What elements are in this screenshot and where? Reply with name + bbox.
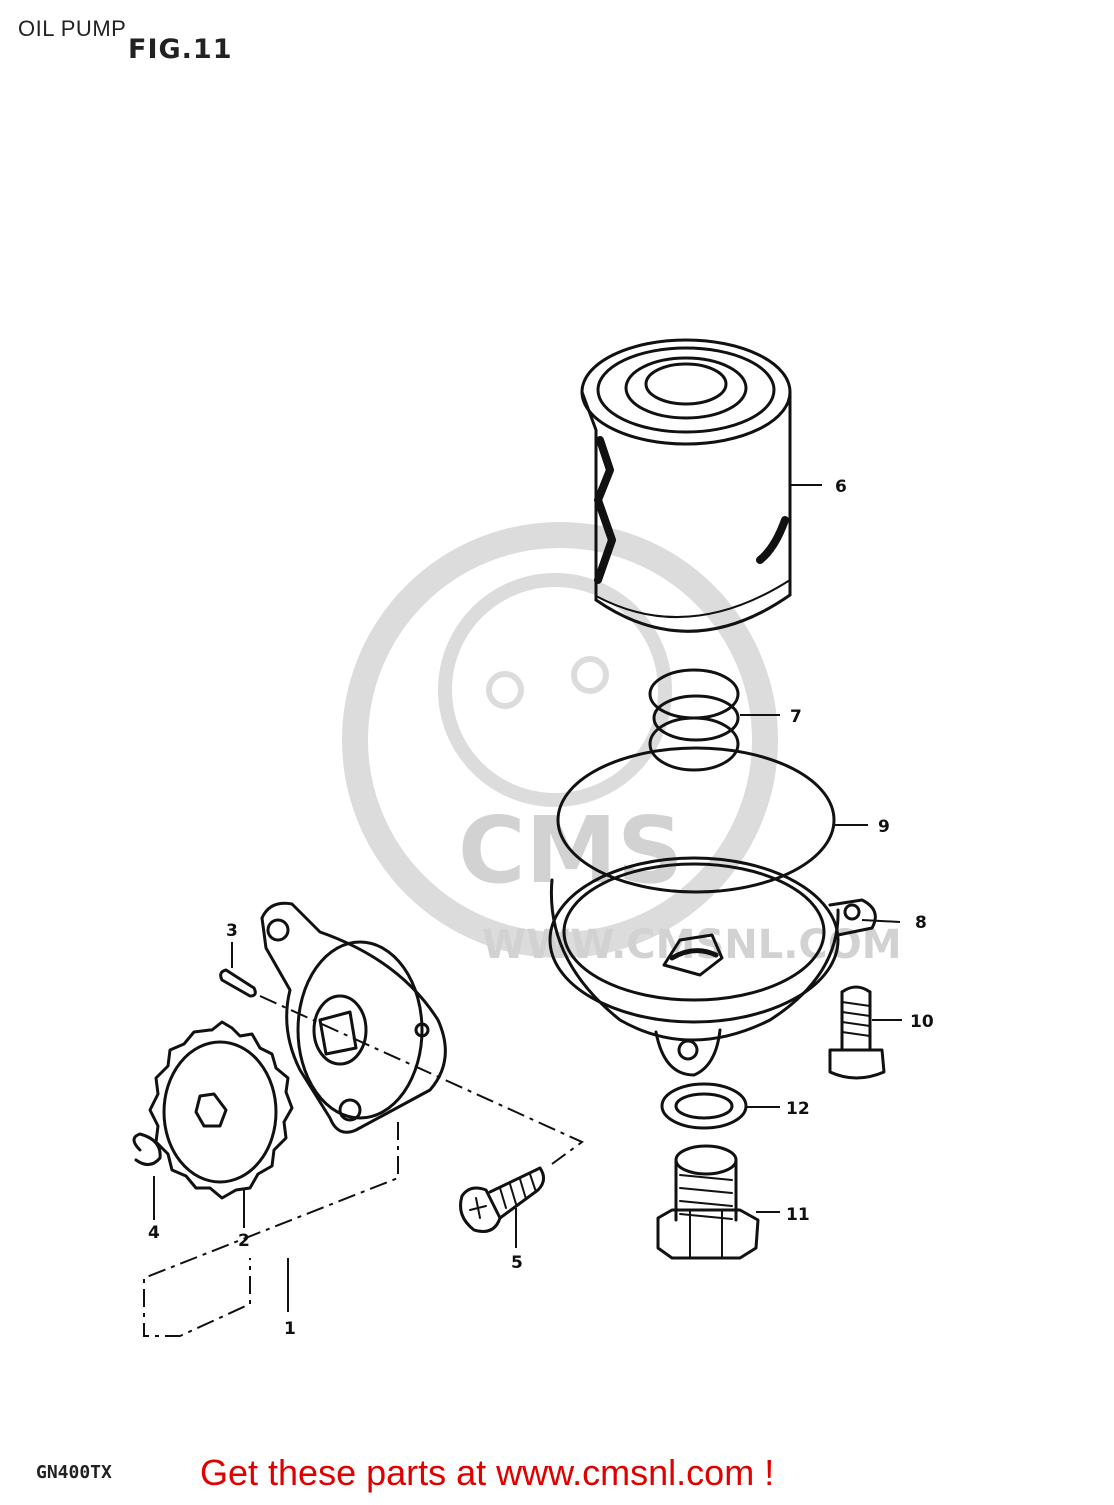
callout-4: 4 [148,1223,160,1243]
callout-5: 5 [511,1253,523,1273]
oil-pump-gear-part [148,1020,294,1200]
callout-10: 10 [910,1012,934,1032]
cta-link[interactable]: Get these parts at www.cmsnl.com ! [200,1452,775,1493]
callout-2: 2 [238,1231,250,1251]
bolt-part [828,985,886,1080]
o-ring-part [556,746,836,894]
callout-6: 6 [835,477,847,497]
circlip-part [132,1132,162,1166]
callout-8: 8 [915,913,927,933]
callout-12: 12 [786,1099,810,1119]
callout-7: 7 [790,707,802,727]
model-code: GN400TX [36,1462,112,1483]
filter-cap-part [548,856,877,1077]
gasket-part [660,1082,748,1130]
callout-3: 3 [226,921,238,941]
watermark-logo: CMS WWW.CMSNL.COM [342,522,902,968]
oil-pump-body-part [260,901,447,1134]
oil-filter-part [580,338,792,633]
callout-1: 1 [284,1319,296,1339]
page-title: OIL PUMP [18,16,127,41]
drain-plug-part [656,1144,760,1260]
callout-9: 9 [878,817,890,837]
pin-part [219,968,257,998]
figure-label: FIG.11 [128,34,233,65]
callout-labels: 6 7 9 8 10 12 11 3 4 2 5 1 [148,477,934,1339]
screw-part [459,1166,545,1233]
callout-11: 11 [786,1205,810,1225]
spring-part [648,668,740,772]
